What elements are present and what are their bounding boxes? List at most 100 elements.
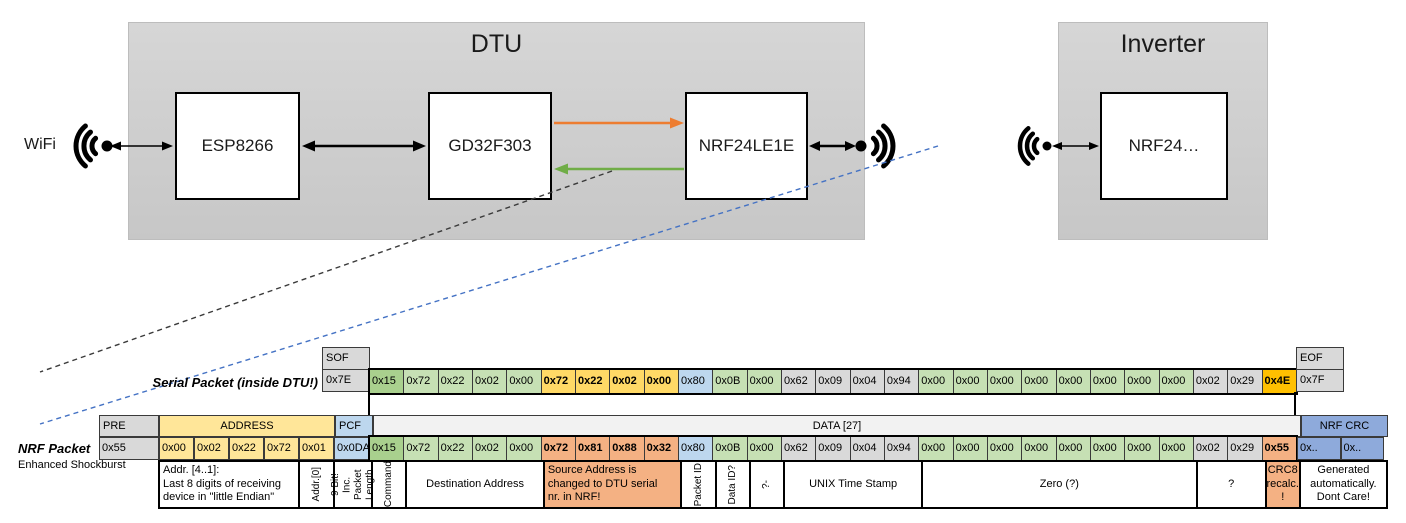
nrf-byte-cell: 0x00 xyxy=(1022,437,1057,460)
nrf-packet-crc-row: 0x..0x.. xyxy=(1297,437,1384,460)
esp8266-label: ESP8266 xyxy=(201,136,274,155)
nrf-byte-cell: 0x04 xyxy=(850,437,885,460)
nrf-byte-cell: 0x00 xyxy=(953,437,988,460)
nrf-crc-byte-cell: 0x.. xyxy=(1297,437,1341,460)
data-right-connector xyxy=(1294,392,1296,417)
serial-byte-cell: 0x02 xyxy=(472,370,508,393)
nrf-byte-cell: 0x0B xyxy=(713,437,748,460)
nrf-byte-cell: 0x00 xyxy=(1090,437,1126,460)
serial-byte-cell: 0x0B xyxy=(713,370,748,393)
annotation-text: ?- xyxy=(761,480,773,489)
annotation-text: CRC8 recalc. ! xyxy=(1266,464,1299,504)
nrf-byte-cell: 0x00 xyxy=(747,437,782,460)
annotation-text: Source Address is changed to DTU serial … xyxy=(547,464,658,504)
nrf24-label: NRF24… xyxy=(1128,136,1200,155)
packet-annotation-cell: Addr. [4..1]: Last 8 digits of receiving… xyxy=(158,460,300,509)
nrf-byte-cell: 0x88 xyxy=(610,437,645,460)
serial-byte-cell: 0x04 xyxy=(850,370,885,393)
inverter-antenna-icon xyxy=(1017,126,1052,166)
address-byte-cell: 0x00 xyxy=(159,437,194,460)
nrf24le1e-label: NRF24LE1E xyxy=(698,136,795,155)
packet-annotation-cell: Command xyxy=(371,460,408,509)
pcf-value: 0x0DA xyxy=(334,437,372,460)
nrf-byte-cell: 0x62 xyxy=(781,437,817,460)
annotation-text: ? xyxy=(1228,477,1235,490)
annotation-text: Addr.[0] xyxy=(310,467,322,502)
annotation-text: Destination Address xyxy=(426,477,525,490)
annotation-text: Data ID? xyxy=(727,464,739,505)
annotation-text: Generated automatically. Dont Care! xyxy=(1310,464,1377,504)
annotation-text: 9 Bit! Inc. Packet Length xyxy=(330,469,376,500)
serial-byte-cell: 0x15 xyxy=(370,370,405,393)
nrf-byte-cell: 0x15 xyxy=(370,437,405,460)
packet-annotation-cell: Packet ID xyxy=(680,460,717,509)
sof-value: 0x7E xyxy=(322,369,370,392)
nrf-packet-label: NRF Packet xyxy=(18,441,91,456)
nrf-crc-header: NRF CRC xyxy=(1301,415,1388,437)
serial-byte-cell: 0x00 xyxy=(1125,370,1160,393)
serial-byte-cell: 0x4E xyxy=(1262,370,1296,393)
packet-annotation-cell: CRC8 recalc. ! xyxy=(1264,460,1301,509)
annotation-text: Command xyxy=(383,461,395,508)
nrf-byte-cell: 0x80 xyxy=(678,437,714,460)
annotation-text: Packet ID xyxy=(692,462,704,507)
enhanced-shockburst-label: Enhanced Shockburst xyxy=(18,459,126,471)
nrf-byte-cell: 0x72 xyxy=(541,437,576,460)
component-box-gd32f303: GD32F303 xyxy=(428,92,552,200)
serial-byte-cell: 0x72 xyxy=(541,370,576,393)
wifi-label: WiFi xyxy=(24,136,56,153)
packet-annotation-cell: 9 Bit! Inc. Packet Length xyxy=(330,460,376,509)
address-byte-cell: 0x02 xyxy=(194,437,229,460)
wifi-antenna-icon xyxy=(73,123,113,169)
serial-byte-cell: 0x72 xyxy=(404,370,439,393)
serial-byte-cell: 0x02 xyxy=(610,370,645,393)
serial-byte-cell: 0x00 xyxy=(1022,370,1057,393)
nrf-byte-cell: 0x00 xyxy=(987,437,1023,460)
packet-annotation-cell: Destination Address xyxy=(405,460,545,509)
sof-header: SOF xyxy=(322,347,370,370)
gd32f303-label: GD32F303 xyxy=(448,136,532,155)
nrf-byte-cell: 0x00 xyxy=(507,437,542,460)
component-box-nrf24: NRF24… xyxy=(1100,92,1228,200)
nrf-byte-cell: 0x02 xyxy=(1193,437,1229,460)
serial-byte-cell: 0x00 xyxy=(507,370,542,393)
nrf-byte-cell: 0x72 xyxy=(404,437,439,460)
address-byte-cell: 0x01 xyxy=(299,437,334,460)
address-byte-cell: 0x72 xyxy=(264,437,299,460)
serial-byte-cell: 0x00 xyxy=(747,370,782,393)
serial-byte-cell: 0x80 xyxy=(678,370,714,393)
eof-header: EOF xyxy=(1296,347,1344,370)
component-box-esp8266: ESP8266 xyxy=(175,92,300,200)
serial-byte-cell: 0x00 xyxy=(987,370,1023,393)
pre-header: PRE xyxy=(99,415,159,437)
nrf-byte-cell: 0x94 xyxy=(884,437,920,460)
data-header: DATA [27] xyxy=(373,415,1301,437)
component-box-nrf24le1e: NRF24LE1E xyxy=(685,92,808,200)
packet-annotation-cell: ?- xyxy=(749,460,786,509)
pcf-header: PCF xyxy=(335,415,373,437)
packet-annotation-cell: ? xyxy=(1195,460,1267,509)
packet-annotation-cell: Generated automatically. Dont Care! xyxy=(1298,460,1388,509)
packet-annotation-cell: Source Address is changed to DTU serial … xyxy=(542,460,683,509)
serial-byte-cell: 0x94 xyxy=(884,370,920,393)
serial-byte-cell: 0x29 xyxy=(1228,370,1263,393)
eof-value: 0x7F xyxy=(1296,369,1344,392)
annotation-text: UNIX Time Stamp xyxy=(809,477,898,490)
serial-byte-cell: 0x00 xyxy=(644,370,679,393)
nrf-byte-cell: 0x22 xyxy=(438,437,473,460)
sof-column: SOF 0x7E xyxy=(322,347,370,392)
serial-byte-cell: 0x00 xyxy=(919,370,954,393)
serial-byte-cell: 0x02 xyxy=(1193,370,1229,393)
serial-byte-cell: 0x00 xyxy=(1056,370,1091,393)
serial-byte-cell: 0x22 xyxy=(438,370,473,393)
nrf-byte-cell: 0x00 xyxy=(1159,437,1194,460)
eof-column: EOF 0x7F xyxy=(1296,347,1344,392)
annotation-text: Zero (?) xyxy=(1039,477,1079,490)
address-byte-cell: 0x22 xyxy=(229,437,264,460)
packet-annotation-cell: Zero (?) xyxy=(920,460,1198,509)
nrf-byte-cell: 0x00 xyxy=(1056,437,1091,460)
serial-byte-cell: 0x00 xyxy=(1159,370,1194,393)
data-left-connector xyxy=(368,392,370,417)
